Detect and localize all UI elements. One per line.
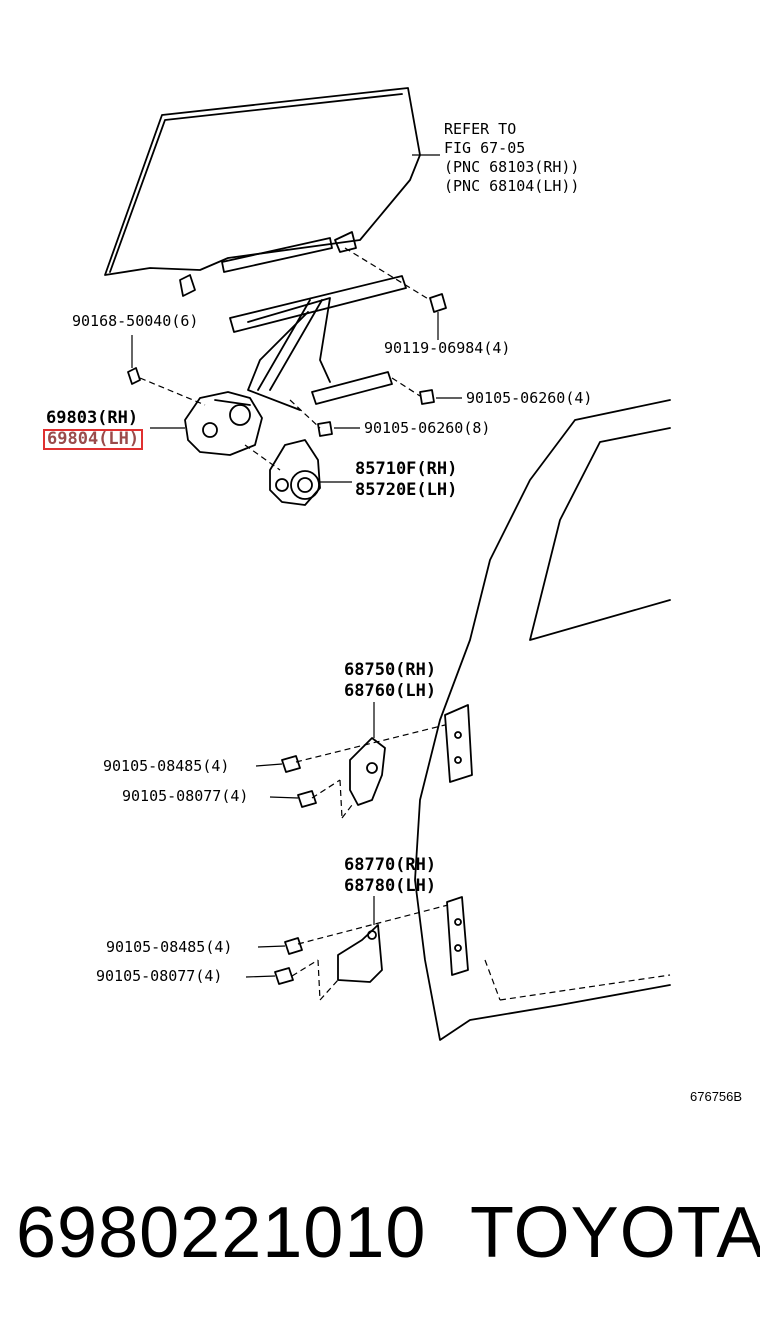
lower-hinge [337, 924, 383, 983]
footer-brand: TOYOTA [470, 1193, 760, 1273]
refer-note-line4: (PNC 68104(LH)) [444, 177, 580, 195]
door-glass [104, 87, 421, 276]
label-90105-08485-upper[interactable]: 90105-08485(4) [103, 757, 230, 775]
label-68780-lh[interactable]: 68780(LH) [344, 876, 437, 896]
label-69803-rh[interactable]: 69803(RH) [46, 408, 139, 428]
upper-hinge [349, 737, 386, 806]
regulator-rail-bottom [311, 371, 393, 405]
upper-hinge-plate [444, 704, 473, 783]
label-69804-lh-highlighted[interactable]: 69804(LH) [43, 429, 144, 450]
diagram-code: 676756B [690, 1089, 743, 1104]
label-90119-06984[interactable]: 90119-06984(4) [384, 339, 511, 357]
refer-note-line3: (PNC 68103(RH)) [444, 158, 580, 176]
regulator-assembly [184, 391, 263, 456]
label-90105-06260-4[interactable]: 90105-06260(4) [466, 389, 593, 407]
glass-inner-edge [109, 93, 403, 273]
label-90168-50040[interactable]: 90168-50040(6) [72, 312, 199, 330]
glass-channel [221, 237, 333, 273]
label-85720e-lh[interactable]: 85720E(LH) [355, 480, 458, 500]
label-85710f-rh[interactable]: 85710F(RH) [355, 459, 458, 479]
regulator-rail-top [229, 275, 407, 333]
label-90105-08077-lower[interactable]: 90105-08077(4) [96, 967, 223, 985]
refer-note-line1: REFER TO [444, 120, 517, 138]
label-68770-rh[interactable]: 68770(RH) [344, 855, 437, 875]
label-90105-08485-lower[interactable]: 90105-08485(4) [106, 938, 233, 956]
lower-hinge-plate [446, 896, 469, 976]
refer-note-line2: FIG 67-05 [444, 139, 526, 157]
footer-part-number: 6980221010 [16, 1193, 427, 1273]
label-90105-08077-upper[interactable]: 90105-08077(4) [122, 787, 249, 805]
label-68750-rh[interactable]: 68750(RH) [344, 660, 437, 680]
label-90105-06260-8[interactable]: 90105-06260(8) [364, 419, 491, 437]
body-outline [414, 399, 671, 1041]
label-68760-lh[interactable]: 68760(LH) [344, 681, 437, 701]
window-motor [269, 439, 321, 506]
